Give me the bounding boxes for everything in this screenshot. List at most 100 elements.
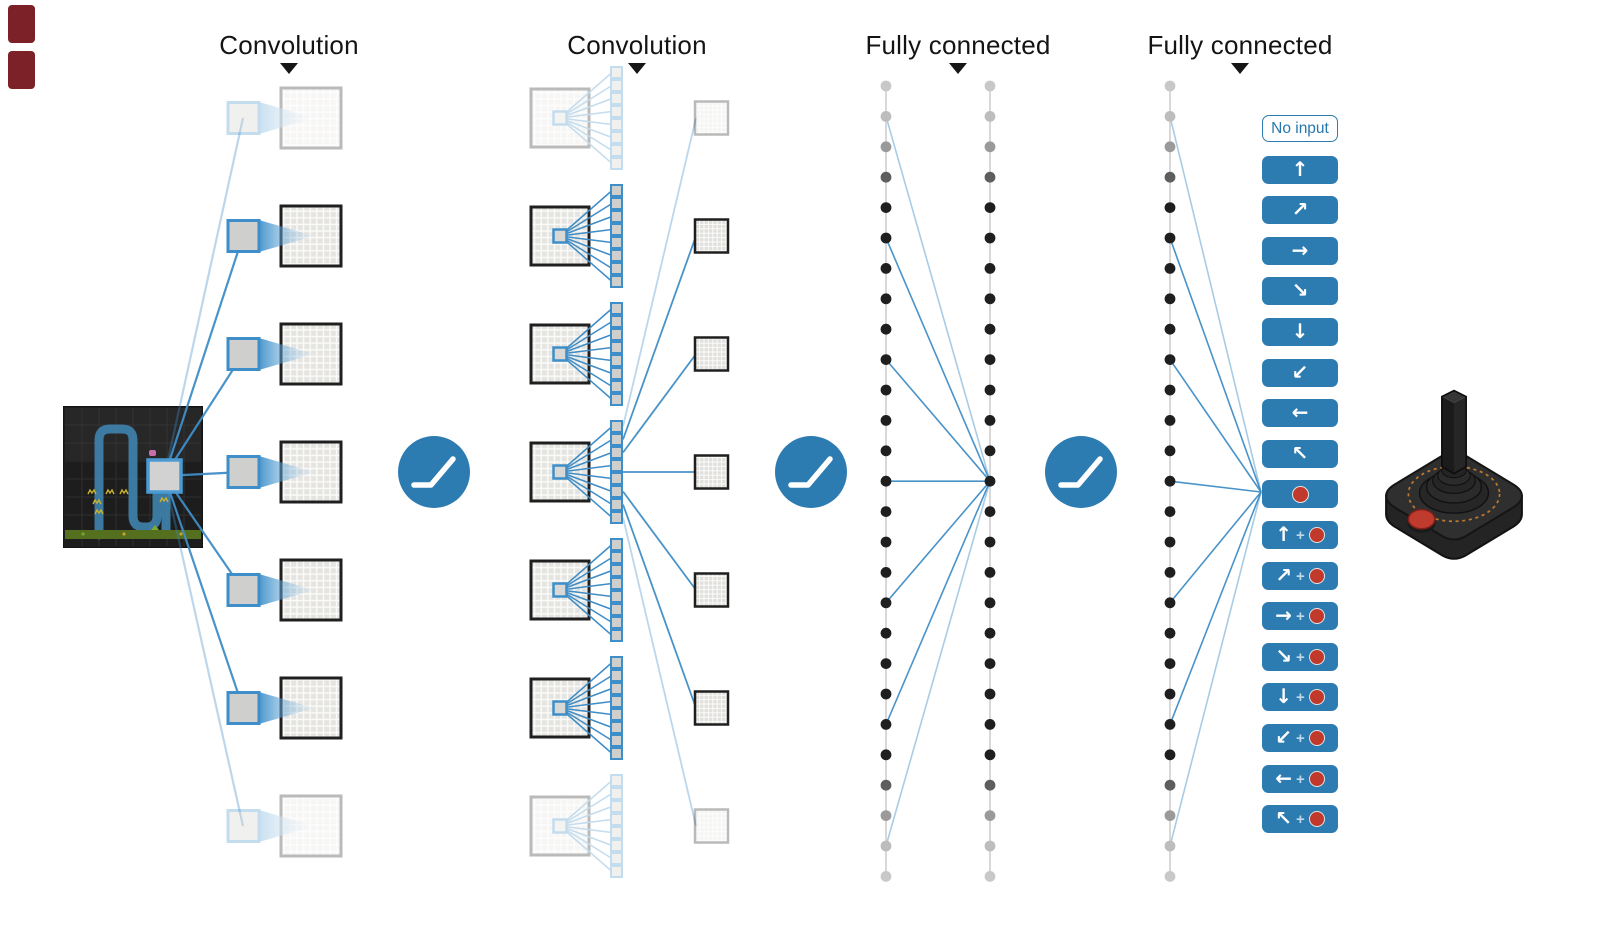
fc-neuron-dot — [880, 627, 892, 639]
action-button-down-left-fire[interactable]: ↙+ — [1262, 724, 1338, 752]
conv2-filter-patch — [552, 582, 568, 598]
conv2-mini-unit — [610, 302, 623, 315]
action-button-up-right-fire[interactable]: ↗+ — [1262, 562, 1338, 590]
fc-neuron-dot — [984, 658, 996, 669]
action-button-down-right-fire[interactable]: ↘+ — [1262, 643, 1338, 671]
action-button-right[interactable]: → — [1262, 237, 1338, 265]
conv2-mini-unit — [610, 551, 623, 564]
conv-funnel — [259, 692, 314, 724]
no-input-label: No input — [1271, 119, 1329, 137]
action-button-down[interactable]: ↓ — [1262, 318, 1338, 346]
river-path — [94, 424, 162, 540]
arrow-right-icon: → — [1291, 238, 1309, 262]
conv2-mini-unit — [610, 616, 623, 629]
conv2-mini-unit — [610, 118, 623, 131]
fc-neuron-dot — [984, 475, 996, 487]
conv2-mini-unit — [610, 603, 623, 616]
fc-neuron-dot — [984, 567, 996, 578]
fc-neuron-dot — [1164, 658, 1176, 669]
fc-neuron-dot — [984, 445, 996, 457]
conv2-mini-unit — [610, 800, 623, 813]
action-button-down-left[interactable]: ↙ — [1262, 359, 1338, 387]
arrow-down-left-icon: ↙ — [1291, 360, 1309, 384]
plus-sign: + — [1296, 567, 1305, 585]
fc-neuron-dot — [880, 323, 892, 335]
action-button-down-right[interactable]: ↘ — [1262, 277, 1338, 305]
arrow-down-icon: ↓ — [1291, 319, 1309, 343]
relu-activation-icon — [398, 436, 470, 508]
action-button-left[interactable]: ← — [1262, 399, 1338, 427]
fc-neuron-dot — [1164, 810, 1176, 821]
conv2-mini-unit — [610, 747, 623, 760]
plus-sign: + — [1296, 526, 1305, 544]
conv2-mini-unit — [610, 669, 623, 682]
joystick-illustration — [1385, 389, 1523, 560]
conv2-mini-unit — [610, 826, 623, 839]
fc-neuron-dot — [1164, 749, 1176, 761]
fc-neuron-dot — [984, 293, 996, 305]
fc-neuron-dot — [984, 719, 996, 730]
layer-label-fully-connected-1: Fully connected — [865, 30, 1051, 60]
fire-button-icon — [1308, 771, 1325, 787]
action-button-down-fire[interactable]: ↓+ — [1262, 683, 1338, 711]
fc-neuron-dot — [984, 749, 996, 761]
conv2-output-map — [693, 218, 730, 254]
conv2-filter-patch — [552, 464, 568, 480]
conv1-filter-patch — [226, 101, 261, 135]
fire-button-icon — [1308, 649, 1325, 665]
arrow-up-left-icon: ↖ — [1291, 441, 1309, 465]
conv2-row — [529, 774, 730, 878]
actions-column: No input↑↗→↘↓↙←↖↑+↗+→+↘+↓+↙+←+↖+ — [1262, 115, 1340, 835]
action-button-up-left-fire[interactable]: ↖+ — [1262, 805, 1338, 833]
conv2-output-map — [693, 808, 730, 844]
fc-neuron-dot — [1164, 779, 1176, 791]
conv2-mini-unit — [610, 656, 623, 669]
fc-neuron-dot — [984, 202, 996, 214]
arrow-up-right-icon: ↗ — [1291, 197, 1309, 221]
fc-neuron-dot — [880, 141, 892, 153]
conv2-mini-unit — [610, 813, 623, 826]
arrow-up-right-fire-icon: ↗ — [1275, 563, 1292, 587]
conv1-row — [226, 322, 343, 386]
action-button-no-input[interactable]: No input — [1262, 115, 1338, 142]
fc-neuron-dot — [984, 536, 996, 548]
red-marker-tile — [8, 5, 35, 43]
conv2-mini-unit — [610, 498, 623, 511]
conv2-feature-map — [529, 795, 591, 857]
conv1-filter-patch — [226, 573, 261, 607]
plus-sign: + — [1296, 729, 1305, 747]
conv2-mini-unit — [610, 511, 623, 524]
fc-neuron-dot — [1164, 263, 1176, 274]
arrow-up-left-fire-icon: ↖ — [1275, 806, 1292, 830]
action-button-up-fire[interactable]: ↑+ — [1262, 521, 1338, 549]
action-button-right-fire[interactable]: →+ — [1262, 602, 1338, 630]
fc-neuron-dot — [880, 445, 892, 457]
fc-neuron-dot — [984, 232, 996, 244]
fc-neuron-dot — [1164, 171, 1176, 183]
fire-button-icon — [1308, 568, 1325, 584]
conv2-mini-unit — [610, 721, 623, 734]
conv2-filter-patch — [552, 110, 568, 126]
conv2-output-map — [693, 572, 730, 608]
fire-button-icon — [1308, 527, 1325, 543]
conv2-mini-unit — [610, 629, 623, 642]
fc-neuron-dot — [984, 263, 996, 274]
conv-funnel — [259, 338, 314, 370]
action-button-up-right[interactable]: ↗ — [1262, 196, 1338, 224]
conv2-mini-unit — [610, 328, 623, 341]
action-button-left-fire[interactable]: ←+ — [1262, 765, 1338, 793]
fc3-to-output-lines — [1169, 116, 1262, 847]
conv2-row — [529, 656, 730, 760]
arrow-left-fire-icon: ← — [1275, 766, 1292, 790]
action-button-up-left[interactable]: ↖ — [1262, 440, 1338, 468]
fc-neuron-dot — [1164, 567, 1176, 578]
arrow-up-fire-icon: ↑ — [1275, 522, 1292, 546]
fc-neuron-dot — [880, 536, 892, 548]
action-button-fire[interactable] — [1262, 480, 1338, 508]
action-button-up[interactable]: ↑ — [1262, 156, 1338, 184]
conv2-mini-unit — [610, 341, 623, 354]
fire-button-icon — [1308, 730, 1325, 746]
fc-neuron-dot — [1164, 323, 1176, 335]
fire-button-icon — [1291, 485, 1309, 503]
